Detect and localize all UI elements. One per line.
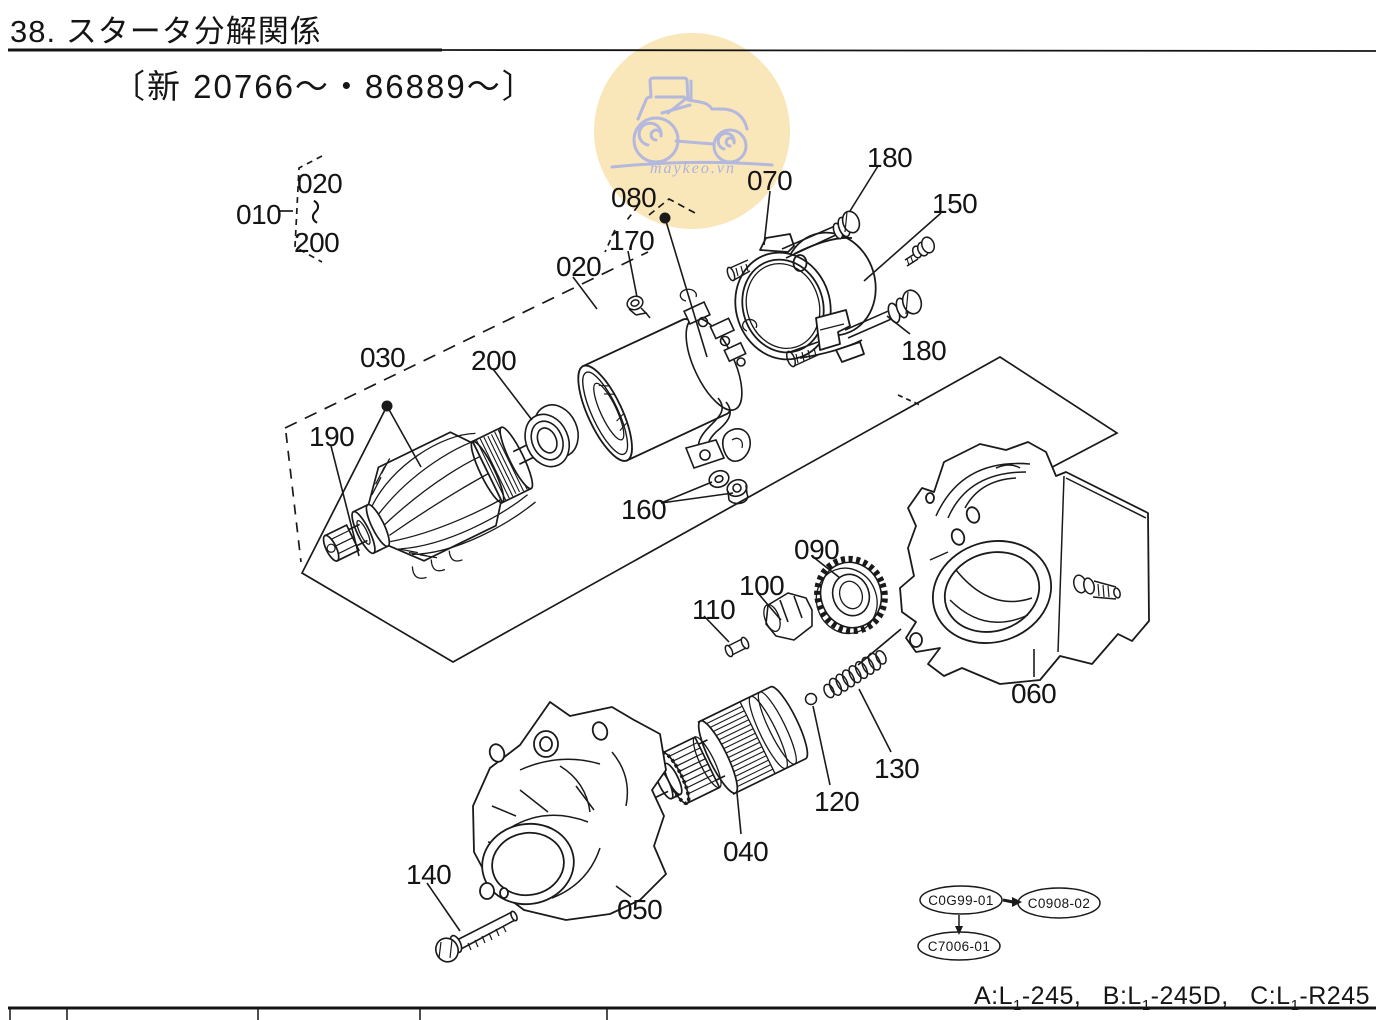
bolt-140 bbox=[435, 910, 518, 963]
part-label-200: 200 bbox=[471, 345, 517, 376]
part-label-130: 130 bbox=[874, 753, 920, 784]
front-bracket-050 bbox=[472, 701, 667, 921]
group-bracket bbox=[279, 155, 323, 263]
part-label-060: 060 bbox=[1011, 678, 1057, 709]
spring-130 bbox=[823, 650, 887, 699]
ball-120 bbox=[804, 692, 818, 706]
part-label-170: 170 bbox=[609, 225, 655, 256]
housing-band-070 bbox=[726, 231, 877, 368]
part-label-150: 150 bbox=[932, 188, 978, 219]
part-label-010: 010 bbox=[236, 199, 282, 230]
ref-code-2: C0908-02 bbox=[1027, 896, 1091, 911]
terminal-nut-160 bbox=[726, 478, 749, 505]
part-label-190: 190 bbox=[309, 421, 355, 452]
clip-170 bbox=[626, 295, 651, 319]
rear-housing-060 bbox=[899, 441, 1150, 685]
arrow-down-icon bbox=[955, 926, 963, 935]
clutch-retainer-100 bbox=[763, 592, 813, 641]
watermark-circle bbox=[594, 33, 790, 229]
ref-code-ovals bbox=[917, 885, 1101, 961]
part-label-160: 160 bbox=[621, 494, 667, 525]
drive-pinion-040 bbox=[641, 685, 809, 806]
part-label-120: 120 bbox=[814, 786, 860, 817]
bearing-200 bbox=[524, 404, 579, 468]
pin-110 bbox=[724, 636, 750, 658]
brush-holder-080 bbox=[679, 288, 758, 469]
part-label-070: 070 bbox=[747, 165, 793, 196]
part-label-030: 030 bbox=[360, 342, 406, 373]
part-label-090: 090 bbox=[794, 534, 840, 565]
leader-lines bbox=[330, 165, 1035, 932]
marker-dot-080 bbox=[659, 212, 671, 224]
part-label-050: 050 bbox=[617, 894, 663, 925]
page-title: 38. スタータ分解関係 bbox=[10, 6, 322, 51]
part-label-020: 020 bbox=[556, 251, 602, 282]
part-label-100: 100 bbox=[739, 570, 785, 601]
part-label-040: 040 bbox=[723, 836, 769, 867]
section-title: スタータ分解関係 bbox=[65, 14, 322, 49]
marker-dot-030 bbox=[381, 400, 393, 412]
rules bbox=[8, 48, 1376, 1020]
ref-code-1: C0G99-01 bbox=[928, 893, 994, 908]
screw-150 bbox=[904, 236, 936, 267]
part-label-140: 140 bbox=[406, 859, 452, 890]
assembly-frame-lines bbox=[284, 197, 1119, 666]
model-a: A:L1-245, bbox=[973, 982, 1082, 1014]
part-label-080: 080 bbox=[611, 182, 657, 213]
gear-090 bbox=[814, 555, 888, 635]
part-label-180-bottom: 180 bbox=[901, 335, 947, 366]
serial-range-subtitle: 〔新 20766〜・86889〜〕 bbox=[112, 68, 537, 105]
tractor-icon bbox=[610, 76, 774, 169]
bracket-range-tilde: 〜 bbox=[299, 198, 330, 225]
bracket-range-start: 020 bbox=[297, 168, 343, 199]
through-bolt-180-top bbox=[781, 210, 861, 259]
part-label-110: 110 bbox=[692, 594, 736, 625]
model-applicability: A:L1-245, B:L1-245D, C:L1-R245 bbox=[960, 982, 1370, 1014]
arrow-right-icon bbox=[1012, 897, 1022, 907]
through-bolt-180-bottom bbox=[844, 289, 923, 339]
bracket-range-end: 200 bbox=[294, 227, 340, 258]
watermark-stamp bbox=[594, 33, 790, 229]
part-label-180-top: 180 bbox=[867, 142, 913, 173]
section-number: 38. bbox=[10, 14, 57, 49]
watermark-text: maykeo.vn bbox=[650, 160, 736, 177]
ref-code-3: C7006-01 bbox=[927, 939, 991, 954]
model-b: B:L1-245D, bbox=[1102, 982, 1229, 1014]
model-c: C:L1-R245 bbox=[1250, 982, 1370, 1014]
armature-030 bbox=[322, 426, 541, 579]
